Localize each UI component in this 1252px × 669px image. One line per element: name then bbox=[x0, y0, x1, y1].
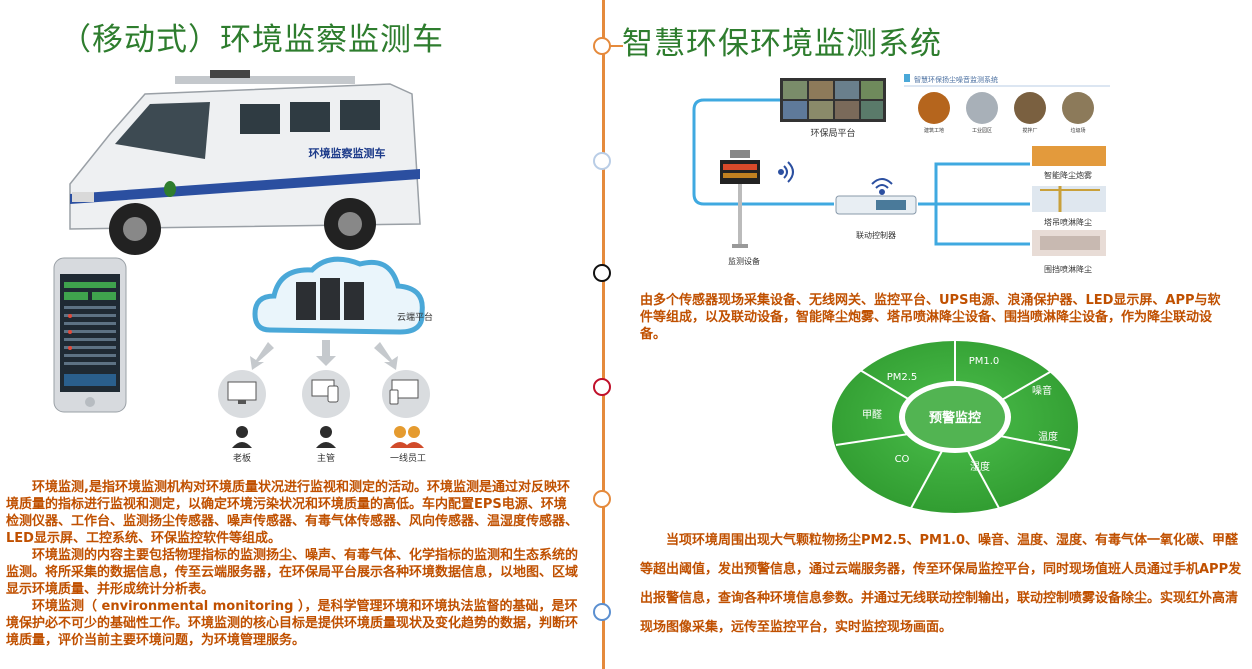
site-label-3: 搅拌厂 bbox=[1022, 127, 1037, 134]
site-photos bbox=[918, 92, 1094, 124]
controller-label: 联动控制器 bbox=[856, 230, 896, 240]
monitor-device bbox=[720, 150, 760, 248]
ring-center-label: 预警监控 bbox=[929, 410, 981, 426]
ring-segment-noise: 噪音 bbox=[1032, 384, 1052, 397]
site-label-1: 建筑工地 bbox=[924, 127, 944, 134]
cloud-platform-diagram: 云端平台 老板 主管 一线员工 bbox=[218, 256, 433, 464]
warning-ring-diagram: 预警监控 PM1.0 噪音 温度 湿度 CO 甲醛 PM2.5 bbox=[832, 341, 1078, 513]
output-label-1: 智能降尘炮雾 bbox=[1044, 170, 1092, 180]
ring-segment-formaldehyde: 甲醛 bbox=[862, 408, 882, 421]
wifi-icon bbox=[778, 161, 794, 183]
ring-segment-pm25: PM2.5 bbox=[887, 372, 918, 383]
ring-segment-humidity: 湿度 bbox=[970, 460, 990, 473]
user-label-staff: 一线员工 bbox=[390, 452, 426, 464]
van-label: 环境监察监测车 bbox=[309, 146, 386, 160]
system-diagram: 环保局平台 智慧环保扬尘噪音监测系统 建筑工地 工业园区 搅拌厂 垃圾场 监测设… bbox=[692, 74, 1110, 274]
user-label-boss: 老板 bbox=[233, 452, 251, 464]
site-label-2: 工业园区 bbox=[972, 127, 992, 134]
user-staff-icon bbox=[390, 426, 424, 448]
site-label-4: 垃圾场 bbox=[1070, 127, 1085, 134]
video-wall bbox=[780, 78, 886, 122]
right-paragraph-1: 由多个传感器现场采集设备、无线网关、监控平台、UPS电源、浪涌保护器、LED显示… bbox=[640, 293, 1221, 342]
left-description: 环境监测,是指环境监测机构对环境质量状况进行监视和测定的活动。环境监测是通过对反… bbox=[6, 479, 578, 649]
timeline-node-blue bbox=[593, 603, 611, 621]
timeline-line bbox=[602, 0, 605, 669]
wifi-icon-controller bbox=[871, 178, 893, 195]
output-label-3: 围挡喷淋降尘 bbox=[1044, 264, 1092, 274]
timeline-node-red bbox=[593, 378, 611, 396]
cloud-label: 云端平台 bbox=[397, 311, 433, 323]
timeline-tick bbox=[609, 45, 623, 47]
left-paragraph-1: 环境监测,是指环境监测机构对环境质量状况进行监视和测定的活动。环境监测是通过对反… bbox=[6, 480, 579, 546]
left-paragraph-2: 环境监测的内容主要包括物理指标的监测扬尘、噪声、有毒气体、化学指标的监测和生态系… bbox=[6, 548, 579, 597]
ring-segment-co: CO bbox=[895, 454, 910, 465]
phone-app-illustration bbox=[53, 257, 127, 413]
van-illustration: 环境监察监测车 bbox=[50, 64, 430, 264]
timeline-node-orange-2 bbox=[593, 490, 611, 508]
timeline-node-black bbox=[593, 264, 611, 282]
user-boss-icon bbox=[232, 426, 252, 448]
monitor-label: 监测设备 bbox=[728, 256, 760, 266]
timeline-node-lightblue bbox=[593, 152, 611, 170]
user-label-manager: 主管 bbox=[317, 452, 335, 464]
user-manager-icon bbox=[316, 426, 336, 448]
right-paragraph-2: 当项环境周围出现大气颗粒物扬尘PM2.5、PM1.0、噪音、温度、湿度、有毒气体… bbox=[640, 533, 1242, 635]
left-title: （移动式）环境监察监测车 bbox=[60, 22, 444, 58]
output-label-2: 塔吊喷淋降尘 bbox=[1044, 217, 1092, 227]
left-paragraph-3: 环境监测（ environmental monitoring ），是科学管理环境… bbox=[6, 599, 579, 648]
ring-segment-pm10: PM1.0 bbox=[969, 356, 1000, 367]
diagram-header: 智慧环保扬尘噪音监测系统 bbox=[914, 75, 998, 84]
ring-segment-temperature: 温度 bbox=[1038, 430, 1058, 443]
right-title: 智慧环保环境监测系统 bbox=[622, 26, 942, 62]
platform-label: 环保局平台 bbox=[810, 127, 855, 139]
output-photos bbox=[1032, 146, 1106, 256]
